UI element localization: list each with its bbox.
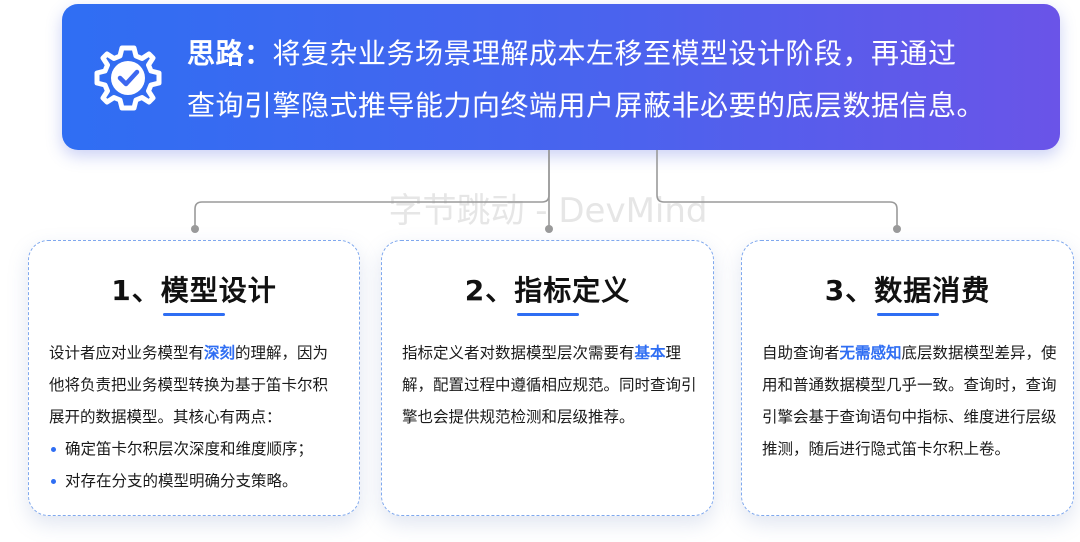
banner-line-1: 思路：将复杂业务场景理解成本左移至模型设计阶段，再通过 — [187, 28, 1047, 80]
connector-dot-2 — [545, 225, 553, 233]
connector-dot-1 — [191, 225, 199, 233]
card-highlight: 深刻 — [204, 344, 236, 362]
card-bullet-list: 确定笛卡尔积层次深度和维度顺序； 对存在分支的模型明确分支策略。 — [49, 433, 343, 497]
card-paragraph: 指标定义者对数据模型层次需要有基本理解，配置过程中遵循相应规范。同时查询引擎也会… — [402, 337, 697, 433]
card-highlight: 无需感知 — [839, 344, 902, 362]
card-text: 理解，配置过程中遵循相应规范。同时查询引擎也会提供规范检测和层级推荐。 — [402, 344, 697, 426]
card-underline — [163, 313, 225, 316]
banner-lead: 思路： — [187, 37, 273, 70]
banner-text: 思路：将复杂业务场景理解成本左移至模型设计阶段，再通过 查询引擎隐式推导能力向终… — [187, 28, 1047, 132]
connector-to-card-1 — [194, 150, 550, 226]
card-underline — [516, 313, 579, 316]
card-paragraph: 设计者应对业务模型有深刻的理解，因为他将负责把业务模型转换为基于笛卡尔积展开的数… — [49, 337, 343, 433]
card-text: 底层数据模型差异，使用和普通数据模型几乎一致。查询时，查询引擎会基于查询语句中指… — [762, 344, 1057, 458]
card-model-design: 1、模型设计 设计者应对业务模型有深刻的理解，因为他将负责把业务模型转换为基于笛… — [28, 240, 360, 516]
banner-line-1-text: 将复杂业务场景理解成本左移至模型设计阶段，再通过 — [272, 37, 957, 70]
banner: 思路：将复杂业务场景理解成本左移至模型设计阶段，再通过 查询引擎隐式推导能力向终… — [62, 4, 1060, 150]
gear-check-icon — [94, 45, 162, 111]
card-body: 指标定义者对数据模型层次需要有基本理解，配置过程中遵循相应规范。同时查询引擎也会… — [402, 337, 697, 433]
card-underline — [876, 313, 939, 316]
watermark: 字节跳动 - DevMind — [388, 191, 707, 231]
card-metric-definition: 2、指标定义 指标定义者对数据模型层次需要有基本理解，配置过程中遵循相应规范。同… — [381, 240, 714, 516]
card-text: 的理解，因为他将负责把业务模型转换为基于笛卡尔积展开的数据模型。其核心有两点： — [49, 344, 329, 426]
card-title: 2、指标定义 — [464, 274, 631, 307]
connector-dots — [191, 225, 901, 233]
card-title: 3、数据消费 — [824, 274, 991, 307]
card-title: 1、模型设计 — [111, 274, 277, 307]
card-text: 自助查询者 — [762, 344, 840, 362]
bullet-item: 确定笛卡尔积层次深度和维度顺序； — [49, 433, 343, 465]
connector-lines — [194, 150, 898, 226]
card-text: 设计者应对业务模型有 — [49, 344, 205, 362]
card-highlight: 基本 — [634, 344, 666, 362]
card-body: 自助查询者无需感知底层数据模型差异，使用和普通数据模型几乎一致。查询时，查询引擎… — [762, 337, 1057, 465]
bullet-item: 对存在分支的模型明确分支策略。 — [49, 465, 343, 497]
connector-dot-3 — [893, 225, 901, 233]
card-data-consumption: 3、数据消费 自助查询者无需感知底层数据模型差异，使用和普通数据模型几乎一致。查… — [741, 240, 1074, 516]
banner-line-2: 查询引擎隐式推导能力向终端用户屏蔽非必要的底层数据信息。 — [187, 89, 986, 122]
connector-to-card-3 — [656, 150, 898, 226]
card-text: 指标定义者对数据模型层次需要有 — [402, 344, 635, 362]
card-paragraph: 自助查询者无需感知底层数据模型差异，使用和普通数据模型几乎一致。查询时，查询引擎… — [762, 337, 1057, 465]
card-body: 设计者应对业务模型有深刻的理解，因为他将负责把业务模型转换为基于笛卡尔积展开的数… — [49, 337, 343, 497]
